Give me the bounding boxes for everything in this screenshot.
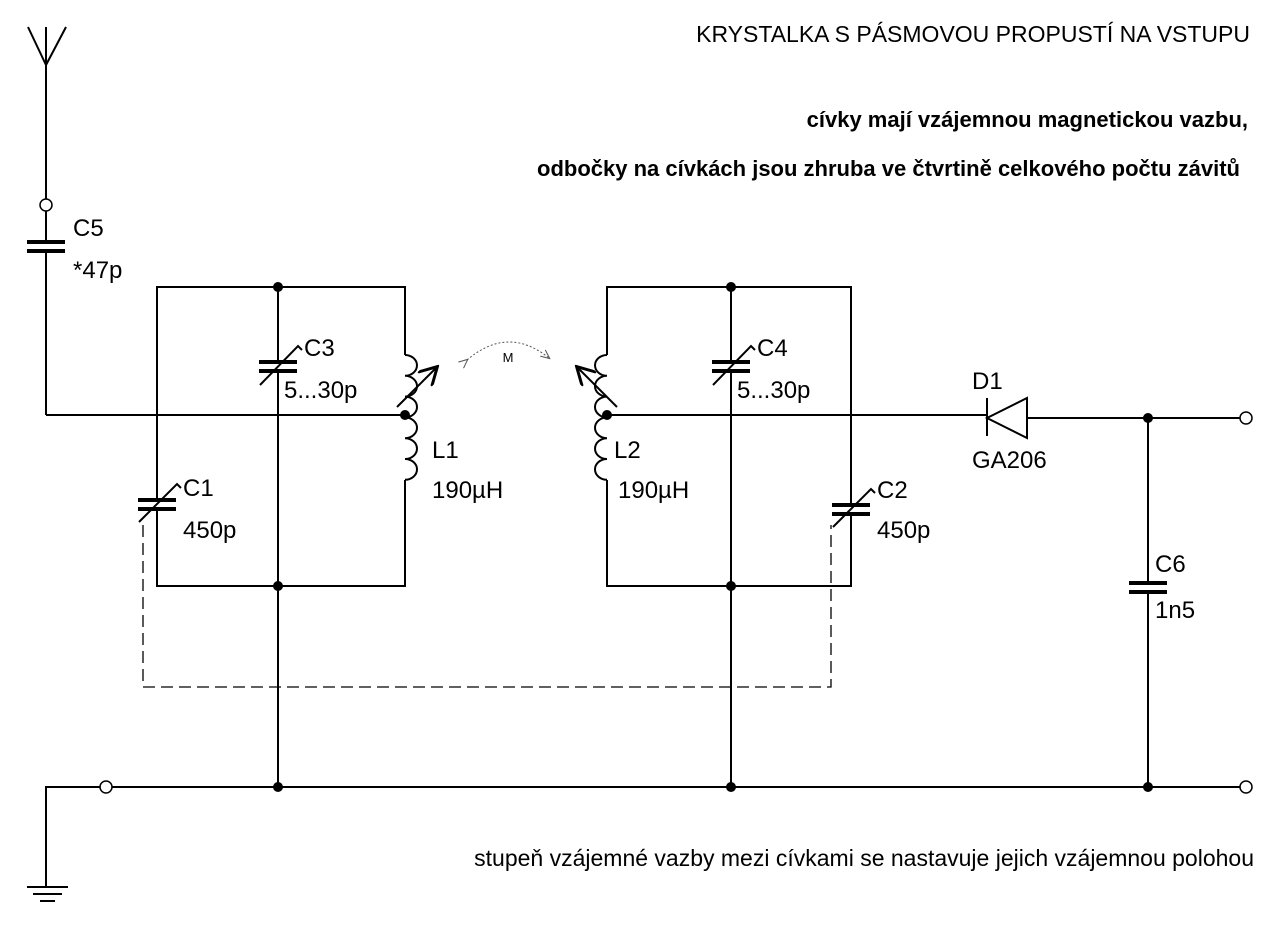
c2-value: 450p — [877, 517, 930, 544]
note-line-1: cívky mají vzájemnou magnetickou vazbu, — [807, 107, 1248, 132]
c1-name: C1 — [183, 475, 214, 502]
output-terminal-bottom — [1239, 780, 1253, 794]
diode-d1 — [984, 396, 1240, 440]
c3-value: 5...30p — [284, 377, 357, 404]
c5-name: C5 — [73, 215, 104, 242]
l1-value: 190µH — [432, 477, 503, 504]
output-terminal-top — [1239, 411, 1253, 425]
footer-note: stupeň vzájemné vazby mezi cívkami se na… — [474, 845, 1254, 871]
c4-value: 5...30p — [737, 377, 810, 404]
l1-name: L1 — [432, 437, 459, 464]
d1-name: D1 — [972, 368, 1003, 395]
c4-name: C4 — [757, 335, 788, 362]
right-tank — [578, 282, 987, 787]
note-line-2: odbočky na cívkách jsou zhruba ve čtvrti… — [537, 156, 1240, 181]
antenna-icon — [27, 26, 67, 212]
c1-value: 450p — [183, 517, 236, 544]
ground-icon — [27, 886, 68, 902]
capacitor-c5 — [27, 211, 65, 415]
l2-name: L2 — [614, 437, 641, 464]
c6-name: C6 — [1155, 551, 1186, 578]
c3-name: C3 — [304, 335, 335, 362]
c5-value: *47p — [73, 257, 122, 284]
diagram-title: KRYSTALKA S PÁSMOVOU PROPUSTÍ NA VSTUPU — [696, 21, 1250, 47]
mutual-coupling-arrow-icon — [467, 341, 549, 360]
c2-name: C2 — [877, 477, 908, 504]
capacitor-c6 — [1129, 413, 1167, 787]
ganged-tuning-link — [142, 525, 832, 688]
l2-value: 190µH — [618, 477, 689, 504]
left-tank — [46, 282, 436, 787]
mutual-label: M — [503, 350, 514, 365]
d1-value: GA206 — [972, 447, 1047, 474]
c6-value: 1n5 — [1155, 597, 1195, 624]
ground-rail — [45, 780, 1240, 887]
